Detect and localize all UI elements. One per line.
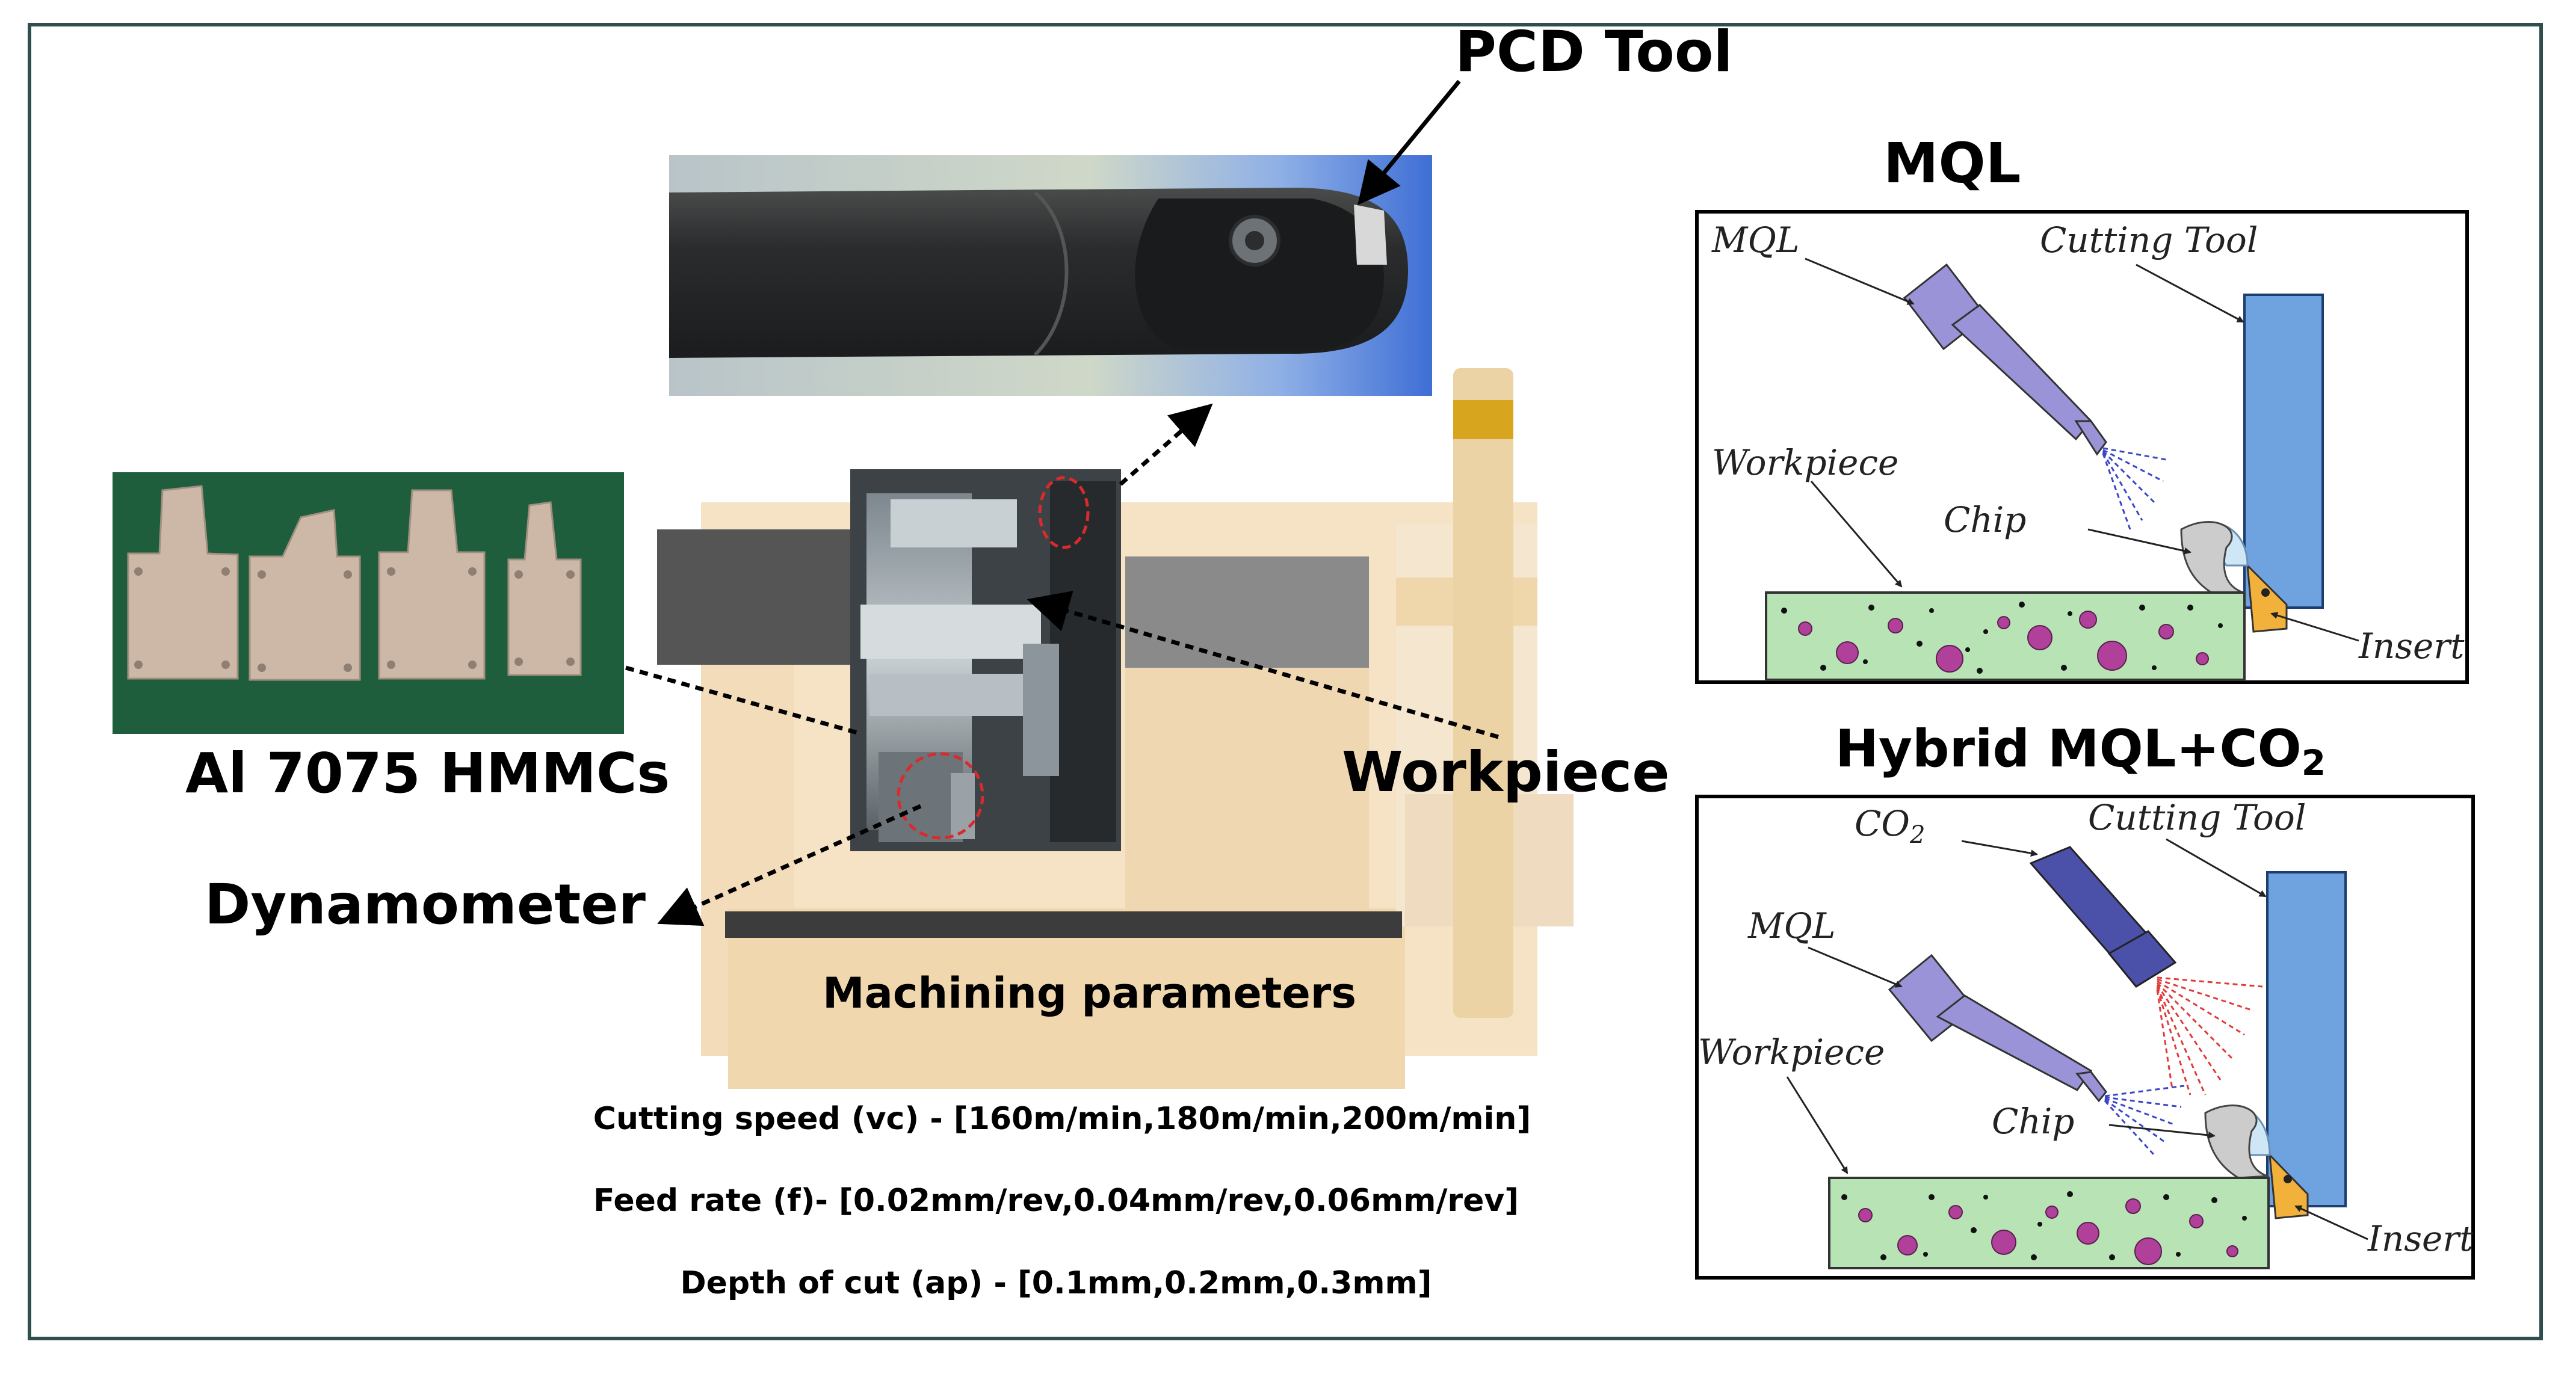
- tool-highlight-circle: [1038, 476, 1090, 549]
- mql-workpiece-label: Workpiece: [1712, 442, 1899, 483]
- hybrid-insert-label: Insert: [2368, 1218, 2474, 1259]
- pcd-tool-label: PCD Tool: [1455, 19, 1733, 85]
- spindle-rod-band: [1453, 400, 1513, 439]
- hybrid-chip-label: Chip: [1992, 1101, 2075, 1142]
- hybrid-mql-spray: [2104, 1085, 2185, 1156]
- co2-nozzle: [2029, 846, 2177, 988]
- mql-cutting-tool: [2243, 294, 2324, 609]
- hybrid-cutting-tool: [2266, 871, 2347, 1207]
- machine-base: [728, 908, 1405, 1089]
- co2-label: CO2: [1855, 803, 1925, 849]
- specimens-photo: [113, 472, 624, 734]
- hybrid-particles: [1858, 1198, 2238, 1265]
- hybrid-chip: [2204, 1104, 2268, 1179]
- specimen-to-fixture-line: [625, 665, 858, 735]
- hybrid-panel: [1695, 795, 2475, 1280]
- mql-insert-label: Insert: [2359, 626, 2465, 667]
- hybrid-title-main: Hybrid MQL+CO: [1835, 719, 2302, 779]
- hybrid-title-sub: 2: [2301, 742, 2326, 783]
- fixture-photo: [850, 469, 1121, 851]
- machine-illustration: [657, 368, 1574, 1089]
- dynamometer-arrow: [657, 804, 922, 926]
- mql-workpiece: [1765, 591, 2246, 681]
- hybrid-workpiece-label: Workpiece: [1698, 1032, 1885, 1073]
- hybrid-panel-title: Hybrid MQL+CO2: [1835, 719, 2326, 783]
- mql-nozzle-label: MQL: [1712, 220, 1800, 260]
- machine-left-dark-block: [657, 529, 856, 665]
- mql-spray: [2102, 447, 2170, 530]
- workpiece-arrow: [1027, 591, 1499, 739]
- parameter-cutting-speed: Cutting speed (vc) - [160m/min,180m/min,…: [593, 1101, 1531, 1137]
- hybrid-mql-label: MQL: [1748, 905, 1836, 946]
- parameter-feed-rate: Feed rate (f)- [0.02mm/rev,0.04mm/rev,0.…: [593, 1183, 1519, 1219]
- machining-parameters-title: Machining parameters: [823, 969, 1356, 1018]
- mql-particles: [1798, 611, 2209, 673]
- machine-table-bar: [725, 911, 1402, 938]
- spindle-rod: [1453, 368, 1513, 1018]
- hybrid-cutting-tool-label: Cutting Tool: [2088, 797, 2306, 838]
- machine-right-dark-block: [1125, 556, 1369, 668]
- machine-right-lower-block: [1125, 668, 1369, 908]
- mql-chip: [2180, 521, 2244, 596]
- hybrid-insert: [2269, 1152, 2309, 1219]
- mql-chip-label: Chip: [1944, 499, 2027, 540]
- hybrid-mql-nozzle: [1888, 953, 2107, 1103]
- pcd-tool-arrow: [1357, 79, 1461, 205]
- dynamometer-highlight-circle: [897, 752, 984, 840]
- al7075-label: Al 7075 HMMCs: [185, 741, 670, 806]
- mql-nozzle: [1903, 263, 2107, 456]
- fixture-to-tool-arrow: [1119, 403, 1213, 486]
- mql-cutting-tool-label: Cutting Tool: [2040, 220, 2258, 260]
- dynamometer-label: Dynamometer: [205, 872, 646, 937]
- co2-spray: [2156, 976, 2263, 1095]
- mql-panel: [1695, 210, 2469, 684]
- pcd-tool-photo: [669, 155, 1432, 396]
- parameter-depth-of-cut: Depth of cut (ap) - [0.1mm,0.2mm,0.3mm]: [680, 1265, 1432, 1301]
- co2-label-main: CO: [1855, 803, 1910, 844]
- mql-panel-title: MQL: [1883, 131, 2021, 196]
- workpiece-label: Workpiece: [1342, 740, 1670, 804]
- figure-frame: [28, 23, 2543, 1340]
- co2-label-sub: 2: [1909, 821, 1926, 849]
- connector-lines: [625, 79, 1499, 926]
